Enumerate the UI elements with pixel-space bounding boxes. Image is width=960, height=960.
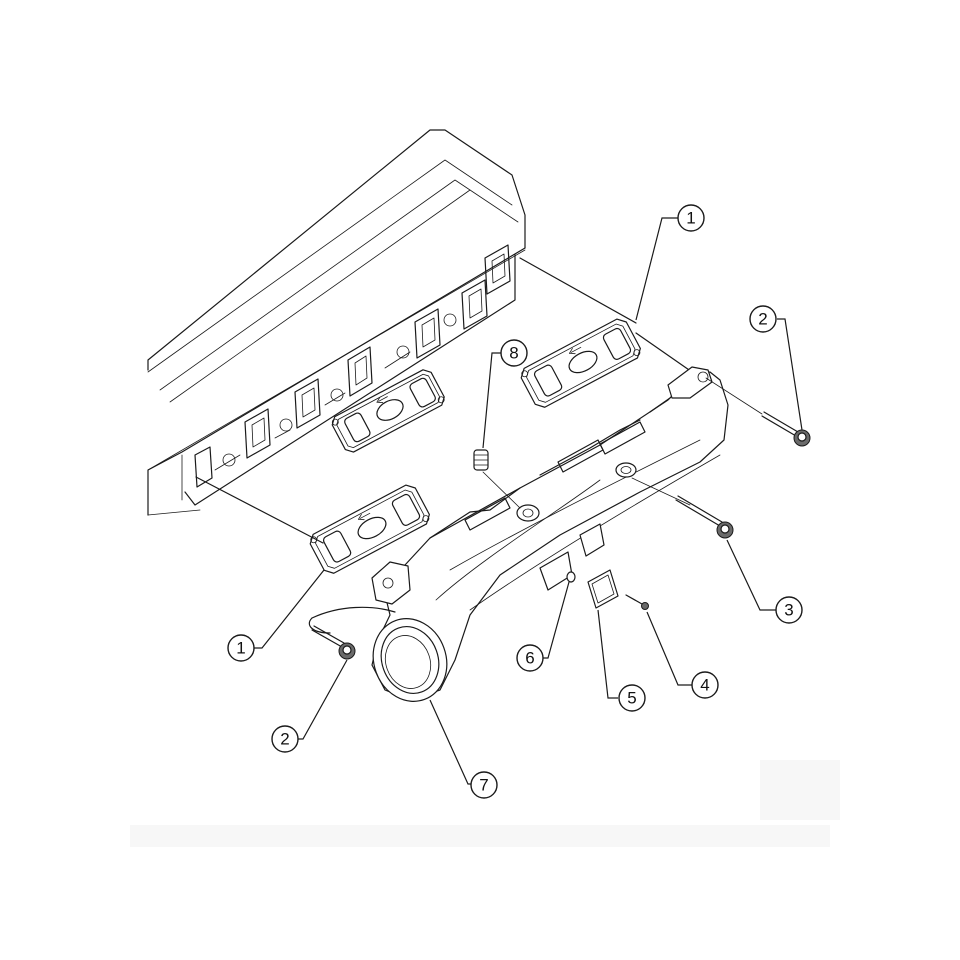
callout-5: 5: [597, 609, 646, 712]
callout-7-label: 7: [479, 776, 488, 795]
gasket-upper-right: [520, 318, 641, 408]
callout-8-label: 8: [509, 344, 518, 363]
callout-3: 3: [726, 539, 803, 624]
screw-4: [625, 594, 649, 610]
callout-2-lower-left: 2: [271, 659, 348, 753]
callout-2-lower-left-label: 2: [280, 730, 289, 749]
alignment-lines: [195, 257, 693, 544]
callout-1-top-label: 1: [686, 209, 695, 228]
callout-4-label: 4: [700, 676, 709, 695]
cover-plate-5: [587, 569, 619, 609]
callout-6: 6: [516, 581, 570, 672]
background-smudge-right: [760, 760, 840, 820]
gasket-center: [331, 369, 445, 453]
washer-6: [566, 571, 576, 583]
gasket-lower-left: [309, 484, 430, 574]
callout-5-label: 5: [627, 689, 636, 708]
callout-2-upper-right: 2: [749, 305, 803, 431]
callout-4: 4: [646, 611, 719, 699]
cylinder-head: [147, 129, 526, 516]
callout-1-bottom-label: 1: [236, 639, 245, 658]
exhaust-manifold: [308, 366, 729, 702]
plug-8: [473, 449, 521, 509]
callout-2-upper-right-label: 2: [758, 310, 767, 329]
callout-8: 8: [482, 339, 528, 449]
bolt-upper-right: [705, 377, 811, 447]
callout-3-label: 3: [784, 601, 793, 620]
callout-1-top: 1: [635, 204, 705, 321]
callout-1-bottom: 1: [227, 569, 325, 662]
callout-7: 7: [429, 699, 498, 799]
callout-6-label: 6: [525, 649, 534, 668]
bolt-lower-left: [311, 625, 356, 660]
bolt-3: [631, 477, 734, 539]
background-smudge-bottom: [130, 825, 830, 847]
cylinder-head-ports: [194, 244, 511, 488]
